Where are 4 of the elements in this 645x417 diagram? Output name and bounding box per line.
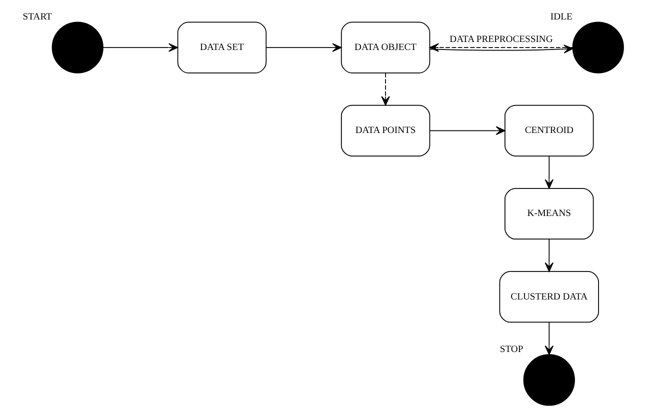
edge-label: DATA PREPROCESSING: [449, 34, 552, 46]
node-label: STOP: [499, 344, 523, 355]
node-label: IDLE: [550, 11, 572, 22]
node-label: START: [22, 11, 52, 22]
